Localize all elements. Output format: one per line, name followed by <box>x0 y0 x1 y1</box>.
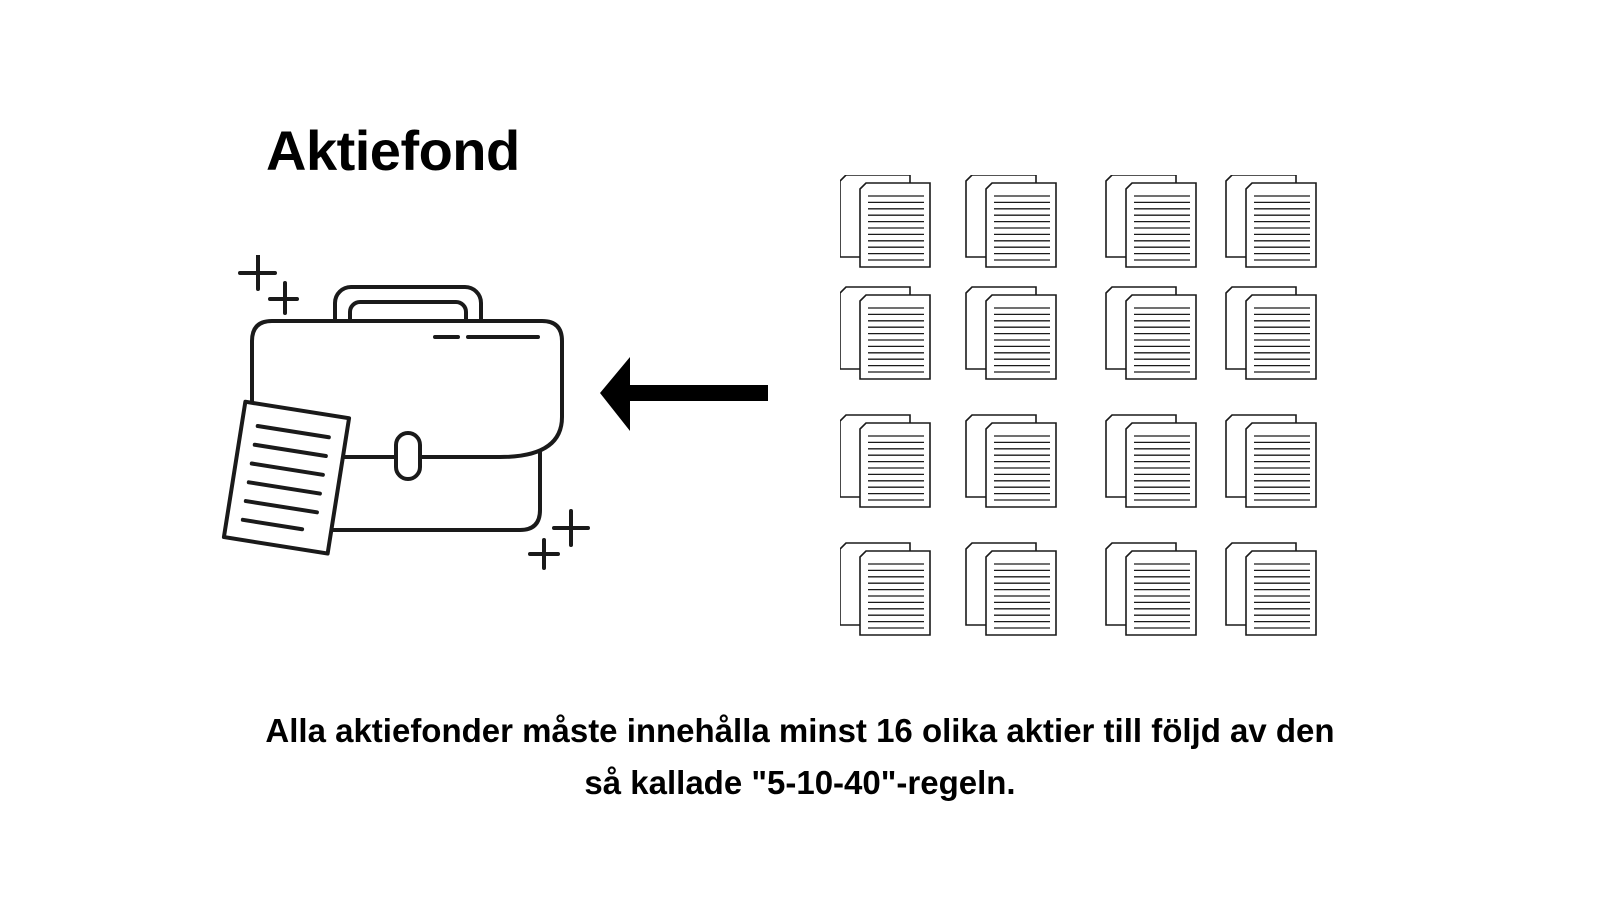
briefcase-with-document-icon <box>221 255 590 570</box>
arrow-left-icon <box>600 357 768 431</box>
stacked-document-icon <box>965 175 1057 268</box>
caption: Alla aktiefonder måste innehålla minst 1… <box>180 705 1420 809</box>
caption-line-1: Alla aktiefonder måste innehålla minst 1… <box>265 712 1335 749</box>
stacked-document-icon <box>965 286 1057 380</box>
stacked-document-icon <box>1225 175 1317 268</box>
stacked-document-icon <box>1105 286 1197 380</box>
stacked-document-icon <box>1225 414 1317 508</box>
page-title: Aktiefond <box>266 119 520 182</box>
stacked-document-icon <box>1225 542 1317 636</box>
caption-line-2: så kallade "5-10-40"-regeln. <box>584 764 1016 801</box>
stacked-document-icon <box>965 414 1057 508</box>
stacked-document-icon <box>840 286 931 380</box>
stacked-document-icon <box>1105 175 1197 268</box>
stacked-document-icon <box>1105 542 1197 636</box>
stacked-document-icon <box>1105 414 1197 508</box>
stacked-document-icon <box>840 414 931 508</box>
stacked-document-icon <box>1225 286 1317 380</box>
stacked-document-icon <box>840 542 931 636</box>
stacked-document-icon <box>965 542 1057 636</box>
stock-document-grid <box>840 175 1317 636</box>
stacked-document-icon <box>840 175 931 268</box>
